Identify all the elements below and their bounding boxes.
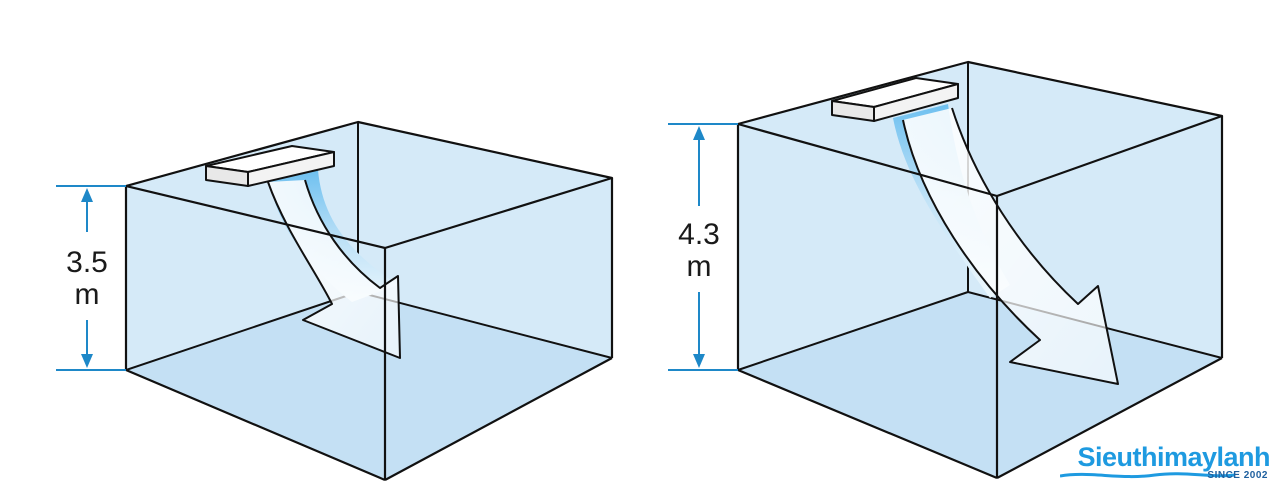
room-low-height-value: 3.5 [66, 246, 108, 279]
brand-logo: Sieuthimaylanh SINCE 2002 [1060, 442, 1271, 481]
room-low-floor [126, 292, 612, 480]
dimension-low: 3.5 m [56, 185, 126, 371]
ac-unit-high [831, 77, 959, 122]
wave-icon [1060, 472, 1236, 479]
room-low: 3.5 m [56, 120, 614, 482]
room-high: 4.3 m [668, 60, 1224, 480]
room-low-height-unit: m [75, 278, 100, 311]
brand-name: Sieuthimaylanh [1077, 442, 1270, 472]
brand-since: SINCE 2002 [1207, 470, 1268, 481]
room-high-height-value: 4.3 [678, 218, 720, 251]
ac-unit-low [205, 145, 335, 187]
airflow-arrow-low [267, 179, 401, 359]
dimension-high: 4.3 m [668, 123, 738, 371]
airflow-arrow-high [902, 107, 1119, 385]
room-high-height-unit: m [687, 250, 712, 283]
